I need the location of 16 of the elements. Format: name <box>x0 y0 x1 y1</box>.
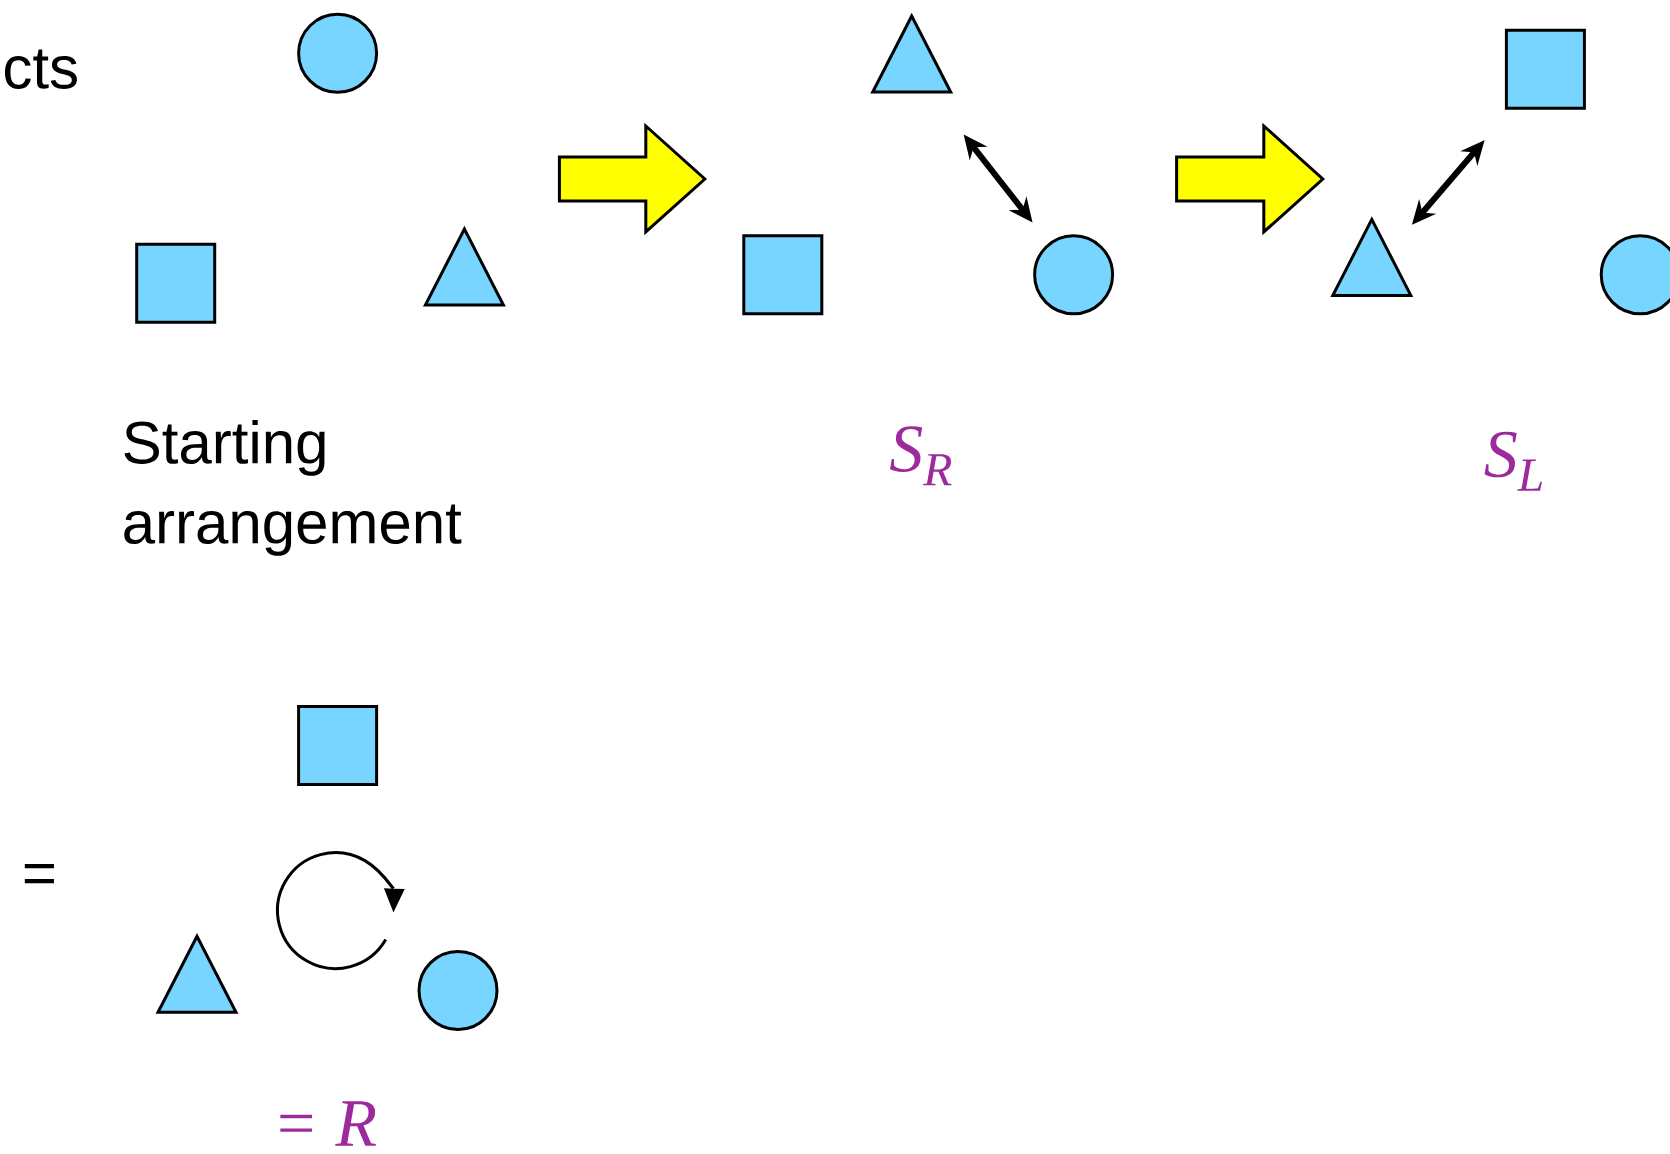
square <box>297 705 379 786</box>
circle <box>297 12 379 94</box>
square <box>135 242 217 324</box>
math-label: S$_{R}$ <box>890 426 952 486</box>
cropped-text: cts <box>4 49 77 89</box>
square <box>742 234 824 316</box>
circle <box>1033 234 1115 316</box>
circle <box>417 950 499 1031</box>
circle <box>1599 234 1670 316</box>
equals-sign: = <box>24 864 54 884</box>
block-arrow <box>557 122 708 236</box>
square <box>1504 28 1586 110</box>
math-label: = R <box>280 1101 376 1146</box>
caption: Starting arrangement <box>124 419 462 556</box>
math-label: S$_{L}$ <box>1484 431 1542 491</box>
block-arrow <box>1175 122 1326 236</box>
